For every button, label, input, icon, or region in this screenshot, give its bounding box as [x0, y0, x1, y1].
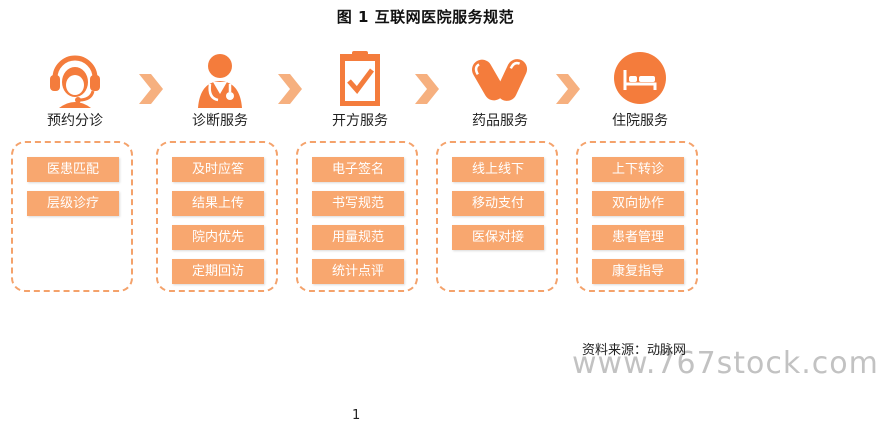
list-item: 用量规范 — [312, 225, 404, 250]
source-note: 资料来源：动脉网 — [582, 343, 687, 358]
stage-items-box: 电子签名 书写规范 用量规范 统计点评 — [296, 141, 418, 292]
stage-label: 预约分诊 — [47, 113, 103, 129]
stage-label: 开方服务 — [332, 113, 388, 129]
stage-items-box: 医患匹配 层级诊疗 — [11, 141, 133, 292]
figure-title: 图 1 互联网医院服务规范 — [336, 8, 515, 26]
hospital-bed-icon — [570, 48, 710, 108]
list-item: 康复指导 — [592, 259, 684, 284]
list-item: 统计点评 — [312, 259, 404, 284]
list-item: 及时应答 — [172, 157, 264, 182]
list-item: 双向协作 — [592, 191, 684, 216]
list-item: 医保对接 — [452, 225, 544, 250]
chevron-right-icon — [415, 74, 439, 104]
stage-triage: 预约分诊 — [5, 48, 145, 130]
list-item: 电子签名 — [312, 157, 404, 182]
stage-label: 药品服务 — [472, 113, 528, 129]
chevron-right-icon — [139, 74, 163, 104]
chevron-right-icon — [556, 74, 580, 104]
list-item: 线上线下 — [452, 157, 544, 182]
list-item: 结果上传 — [172, 191, 264, 216]
stage-diagnosis: 诊断服务 — [150, 48, 290, 130]
stage-items-box: 及时应答 结果上传 院内优先 定期回访 — [156, 141, 278, 292]
headset-agent-icon — [5, 48, 145, 108]
stage-label: 诊断服务 — [192, 113, 248, 129]
list-item: 移动支付 — [452, 191, 544, 216]
list-item: 医患匹配 — [27, 157, 119, 182]
list-item: 院内优先 — [172, 225, 264, 250]
list-item: 定期回访 — [172, 259, 264, 284]
list-item: 书写规范 — [312, 191, 404, 216]
stage-label: 住院服务 — [612, 113, 668, 129]
stage-items-box: 线上线下 移动支付 医保对接 — [436, 141, 558, 292]
capsule-pills-icon — [430, 48, 570, 108]
list-item: 上下转诊 — [592, 157, 684, 182]
chevron-right-icon — [278, 74, 302, 104]
clipboard-check-icon — [290, 48, 430, 108]
watermark: www.767stock.com — [572, 346, 879, 381]
stage-pharmacy: 药品服务 — [430, 48, 570, 130]
doctor-stethoscope-icon — [150, 48, 290, 108]
list-item: 层级诊疗 — [27, 191, 119, 216]
page-number: 1 — [352, 408, 361, 423]
stage-prescription: 开方服务 — [290, 48, 430, 130]
list-item: 患者管理 — [592, 225, 684, 250]
stage-inpatient: 住院服务 — [570, 48, 710, 130]
stage-items-box: 上下转诊 双向协作 患者管理 康复指导 — [576, 141, 698, 292]
